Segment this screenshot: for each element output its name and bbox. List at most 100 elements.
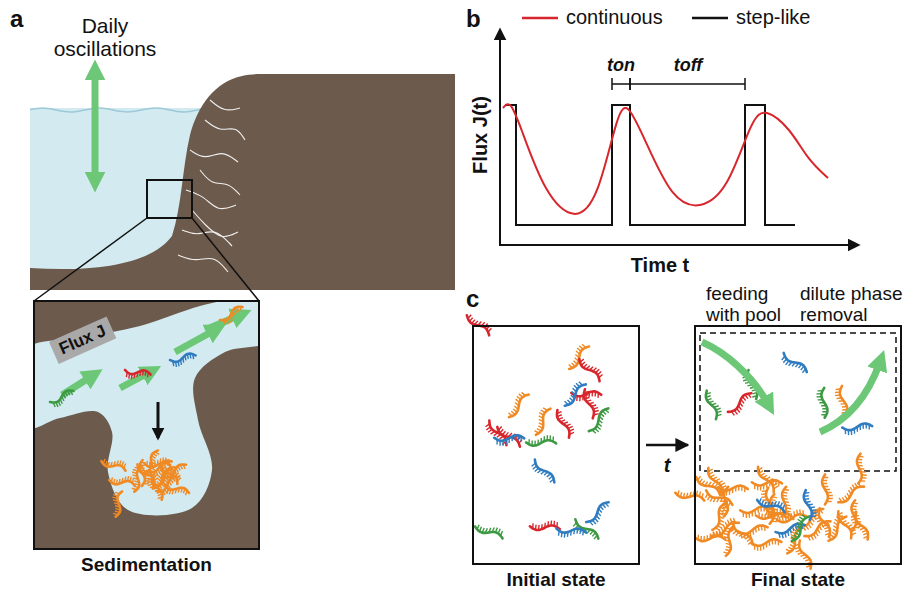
rna-strand	[710, 502, 733, 534]
dense-phase	[675, 453, 871, 571]
initial-state-box: Initial state	[472, 325, 640, 565]
strand-bases	[574, 390, 599, 402]
rna-strand	[816, 388, 827, 418]
panel-b	[499, 30, 858, 246]
rna-strand	[124, 367, 151, 382]
zoom-line	[192, 218, 259, 301]
rna-strand	[555, 407, 576, 439]
rna-strand	[494, 435, 524, 446]
rna-strand	[756, 493, 788, 515]
rna-strand	[503, 389, 531, 419]
rna-strand	[822, 474, 833, 504]
rna-strand	[526, 435, 556, 447]
strand-bases	[850, 503, 863, 528]
channel	[34, 301, 259, 515]
arrow-connector	[646, 444, 688, 447]
rna-strand	[465, 309, 495, 337]
rna-strand	[49, 388, 77, 409]
panel-letter: c	[466, 286, 479, 312]
strand-bases	[579, 356, 603, 381]
legend-line	[522, 16, 558, 19]
strand-bases	[589, 409, 613, 434]
rna-strand	[803, 489, 818, 520]
bracket-line	[612, 83, 630, 85]
rna-strand	[850, 500, 863, 531]
caption: Initial state	[506, 569, 605, 591]
strand-bases	[221, 306, 244, 326]
axis-label: Time t	[631, 254, 690, 276]
rna-strand	[563, 341, 591, 371]
rna-strand	[219, 304, 247, 326]
panel-letter: b	[466, 6, 481, 32]
rna-strand	[704, 388, 723, 420]
strand-bases	[497, 435, 521, 446]
rna-strand	[145, 474, 164, 502]
rna-strand	[577, 354, 605, 383]
rna-strand	[675, 485, 707, 503]
strand-bases	[728, 393, 753, 416]
rna-strand	[855, 453, 868, 484]
rna-strand	[483, 419, 509, 450]
strand-bases	[587, 502, 612, 526]
rna-strand	[474, 519, 506, 541]
root	[205, 120, 245, 140]
strand-bases	[787, 514, 810, 540]
legend-entry: step-like	[692, 6, 810, 29]
rna-strand	[763, 505, 795, 526]
rna-strand	[716, 486, 731, 517]
legend-line-sample	[692, 13, 728, 23]
strand-bases	[126, 368, 148, 382]
strand-bases	[556, 410, 575, 436]
axis-label: Flux J(t)	[469, 96, 491, 174]
rna-strand	[529, 405, 553, 436]
strand-bases	[128, 467, 144, 490]
time-bracket	[630, 78, 745, 90]
strand-bases	[529, 435, 553, 446]
strand-bases	[561, 381, 585, 406]
strand-bases	[822, 477, 833, 501]
rna-strand	[127, 465, 145, 493]
strand-bases	[759, 494, 785, 514]
strand-bases	[794, 542, 813, 568]
strand-bases	[467, 311, 492, 335]
root	[210, 100, 240, 110]
bracket-tick	[629, 78, 631, 90]
strand-bases	[816, 391, 827, 415]
sink-arrow	[157, 402, 160, 438]
strand-bases	[740, 525, 765, 539]
root	[200, 170, 240, 195]
x-axis	[499, 244, 858, 246]
panel-a	[17, 72, 455, 550]
bracket-tick	[629, 78, 631, 90]
strand-bases	[780, 489, 794, 514]
strand-bases	[103, 455, 126, 473]
step-curve	[505, 105, 795, 225]
strand-bases	[111, 473, 134, 488]
rna-strand	[555, 526, 586, 541]
root	[182, 230, 232, 246]
strand-bases	[531, 460, 555, 485]
strand-bases	[837, 481, 863, 503]
strand-bases	[743, 506, 767, 518]
strand-bases	[505, 392, 529, 417]
continuous-curve	[503, 104, 828, 214]
rna-strand	[169, 353, 196, 368]
rna-strand	[109, 472, 137, 488]
strand-bases	[477, 520, 503, 539]
rna-strand	[100, 454, 128, 474]
node-label: Flux J	[56, 321, 109, 358]
time-label: ton	[607, 56, 635, 76]
bracket-line	[630, 83, 745, 85]
legend-text: continuous	[566, 6, 663, 29]
annotation: feeding with pool	[706, 284, 792, 326]
inset-box: SedimentationFlux J	[33, 300, 260, 550]
zoom-frame	[147, 180, 192, 218]
strand-bases	[850, 514, 869, 540]
rna-strand	[718, 525, 736, 557]
rna-strand	[559, 379, 588, 408]
strand-bases	[803, 492, 817, 517]
strand-bases	[856, 456, 868, 481]
water-surface	[30, 108, 205, 112]
strand-bases	[781, 353, 806, 377]
